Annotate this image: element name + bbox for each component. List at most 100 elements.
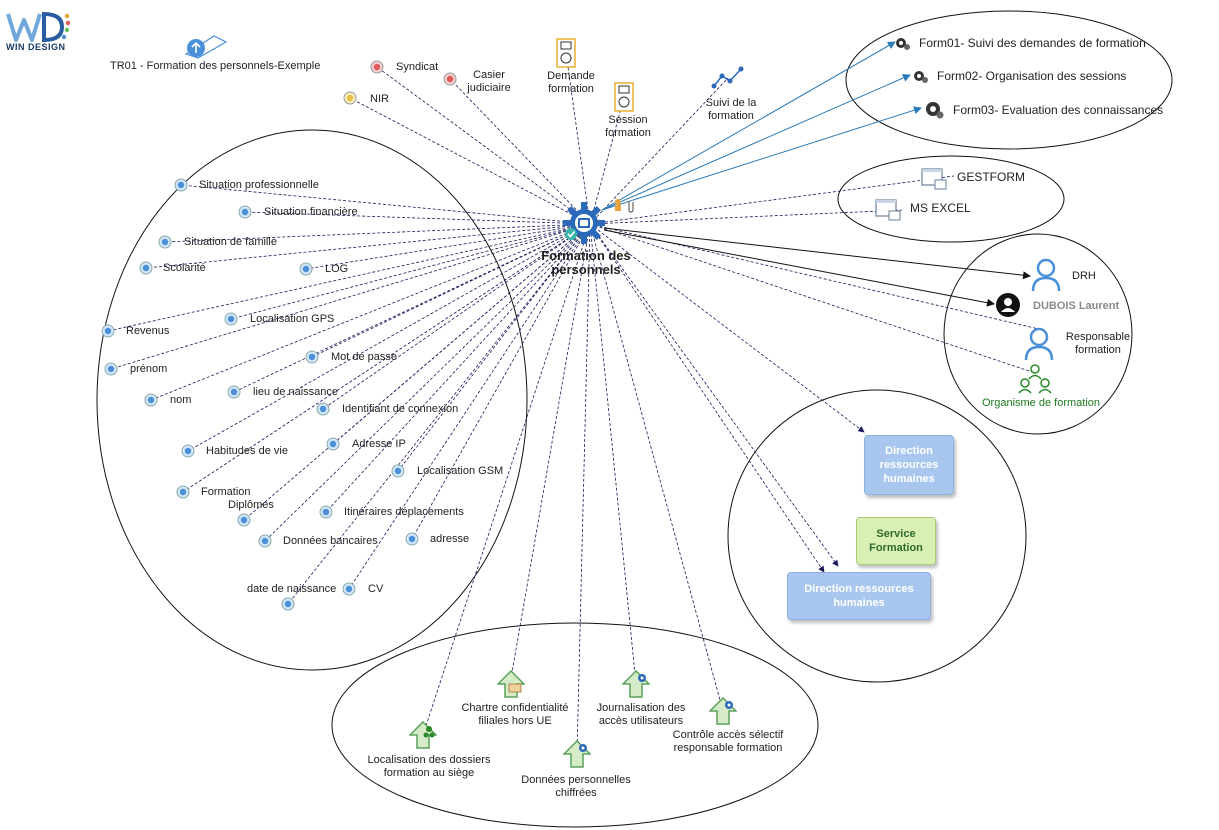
attribute-label: LOG — [325, 263, 349, 275]
connector-line — [244, 211, 591, 225]
attribute-icon[interactable] — [342, 582, 356, 596]
measure-label: Données personnelles chiffrées — [521, 774, 631, 799]
actor-label: DRH — [1072, 270, 1096, 282]
measure-arrow-icon[interactable] — [708, 696, 738, 725]
windesign-logo — [4, 8, 74, 48]
gear-form-icon[interactable] — [922, 98, 944, 120]
form-arrow — [601, 74, 911, 211]
connector-line — [243, 223, 591, 521]
attribute-label: prénom — [130, 363, 168, 375]
connector-line — [589, 96, 625, 225]
connector-line — [589, 223, 1033, 373]
red-attribute-icon[interactable] — [443, 72, 457, 86]
measure-arrow-icon[interactable] — [408, 720, 438, 749]
connector-line — [325, 223, 591, 513]
connector-line — [376, 66, 591, 225]
attribute-label: Données bancaires — [283, 535, 378, 547]
windesign-logo-text: WIN DESIGN — [6, 42, 66, 52]
org-unit-box[interactable]: Direction ressources humaines — [787, 572, 931, 620]
attribute-icon[interactable] — [181, 444, 195, 458]
measure-label: Chartre confidentialité filiales hors UE — [461, 702, 569, 727]
attribute-label: Habitudes de vie — [206, 445, 288, 457]
form-label: Form02- Organisation des sessions — [937, 69, 1127, 83]
attribute-icon[interactable] — [305, 350, 319, 364]
attribute-icon[interactable] — [158, 235, 172, 249]
group-ellipse-forms — [845, 10, 1173, 150]
connector-line — [397, 223, 591, 472]
attribute-icon[interactable] — [299, 262, 313, 276]
attribute-icon[interactable] — [227, 385, 241, 399]
entity-session-icon[interactable] — [614, 82, 634, 112]
group-ellipse-organisation — [727, 389, 1027, 683]
yellow-attribute-icon[interactable] — [343, 91, 357, 105]
connector-line — [576, 223, 591, 755]
attribute-icon[interactable] — [174, 178, 188, 192]
attribute-icon[interactable] — [326, 437, 340, 451]
group-ellipse-attributes — [96, 129, 528, 671]
attribute-label: Situation de famille — [184, 236, 277, 248]
gear-form-icon[interactable] — [911, 68, 929, 84]
form-arrow — [601, 41, 896, 211]
actor-dubois-icon[interactable] — [995, 292, 1021, 318]
actor-responsable-icon[interactable] — [1024, 327, 1054, 361]
attribute-icon[interactable] — [139, 261, 153, 275]
connector-line — [589, 77, 729, 225]
center-paperclip-icon — [626, 198, 636, 214]
connector-line — [164, 223, 591, 243]
attribute-label: CV — [368, 583, 384, 595]
connector-line — [422, 223, 591, 736]
entity-demande-icon[interactable] — [556, 38, 576, 68]
org-unit-box[interactable]: Service Formation — [856, 517, 936, 565]
gear-form-icon[interactable] — [893, 35, 911, 51]
attribute-icon[interactable] — [237, 513, 251, 527]
attribute-icon[interactable] — [316, 402, 330, 416]
measure-arrow-icon[interactable] — [621, 669, 651, 698]
connector-line — [107, 223, 591, 332]
attribute-icon[interactable] — [258, 534, 272, 548]
connector-line — [589, 223, 637, 685]
attribute-label: Syndicat — [396, 61, 439, 73]
connector-line — [509, 223, 591, 685]
measure-label: Journalisation des accès utilisateurs — [596, 702, 686, 727]
org-unit-box[interactable]: Direction ressources humaines — [864, 435, 954, 495]
center-process-icon[interactable] — [561, 200, 607, 246]
application-window-icon[interactable] — [875, 199, 901, 221]
red-attribute-icon[interactable] — [370, 60, 384, 74]
connector-line — [589, 209, 903, 225]
attribute-label: Revenus — [126, 325, 170, 337]
application-window-icon[interactable] — [921, 168, 947, 190]
attribute-icon[interactable] — [101, 324, 115, 338]
process-link-label: Suivi de la formation — [705, 97, 757, 122]
attribute-icon[interactable] — [391, 464, 405, 478]
attribute-label: adresse — [430, 533, 470, 545]
attribute-label: Situation professionnelle — [199, 179, 319, 191]
group-ellipse-applications — [837, 155, 1065, 243]
actor-arrow — [603, 229, 995, 307]
attribute-icon[interactable] — [144, 393, 158, 407]
measure-arrow-icon[interactable] — [496, 669, 526, 698]
attribute-label: Identifiant de connexion — [342, 403, 459, 415]
actor-drh-icon[interactable] — [1031, 258, 1061, 292]
connector-line — [287, 223, 591, 605]
measure-arrow-icon[interactable] — [562, 739, 592, 768]
form-arrow — [601, 106, 922, 211]
group-ellipse-measures — [331, 622, 819, 828]
connector-line — [348, 223, 591, 590]
flow-chart-icon[interactable] — [711, 66, 745, 90]
connector-line — [145, 223, 591, 269]
connector-line — [411, 223, 591, 540]
attribute-icon[interactable] — [104, 362, 118, 376]
attribute-icon[interactable] — [176, 485, 190, 499]
attribute-icon[interactable] — [281, 597, 295, 611]
attribute-icon[interactable] — [319, 505, 333, 519]
attribute-icon[interactable] — [405, 532, 419, 546]
actor-organisme-icon[interactable] — [1017, 363, 1053, 395]
attribute-label: nom — [170, 394, 192, 406]
attribute-icon[interactable] — [238, 205, 252, 219]
attribute-label: Itinéraires déplacements — [344, 506, 464, 518]
application-label: MS EXCEL — [910, 201, 971, 215]
title-icon[interactable] — [184, 32, 228, 60]
center-process-label: Formation des personnels — [541, 248, 631, 277]
attribute-icon[interactable] — [224, 312, 238, 326]
